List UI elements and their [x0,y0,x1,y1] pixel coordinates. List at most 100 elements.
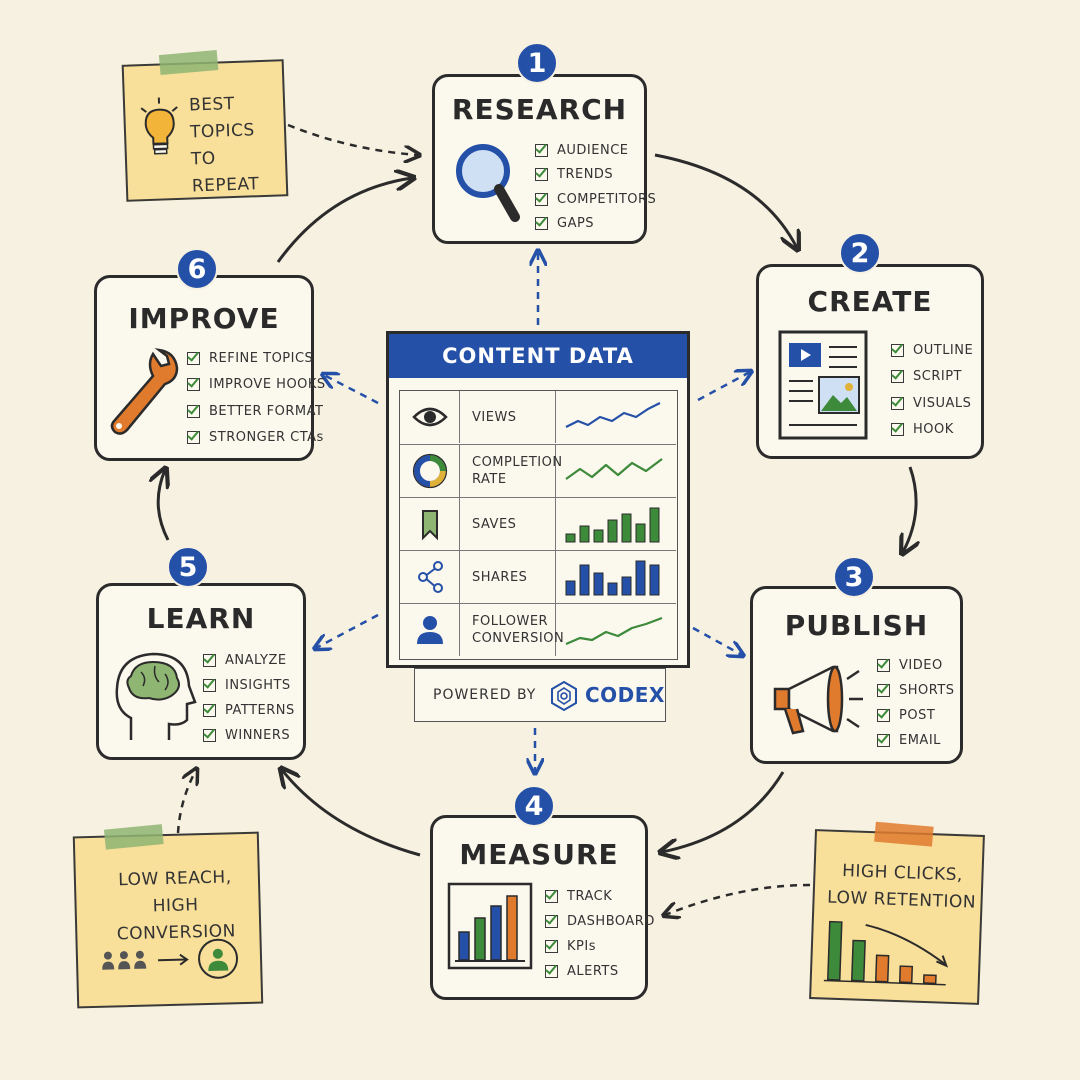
step-checklist: REFINE TOPICS IMPROVE HOOKS BETTER FORMA… [187,345,326,451]
checkbox-checked-icon [187,351,200,365]
checkbox-checked-icon [535,192,548,206]
note-arrow-top-left [287,123,418,155]
checklist-item: SHORTS [877,678,955,703]
step-number-badge: 6 [176,248,218,290]
note-tape [103,824,164,850]
step-title: MEASURE [459,838,619,871]
checkbox-checked-icon [877,659,890,672]
step-title: LEARN [146,602,256,635]
spark-bar [565,580,576,596]
spark-bar [607,519,618,543]
checkbox-checked-icon [203,704,216,717]
step-title: RESEARCH [451,93,628,126]
checklist-item: PATTERNS [203,698,295,723]
step-number-badge: 1 [516,42,558,84]
checkbox-checked-icon [187,404,200,418]
step-card-publish: PUBLISH VIDEO SHORTS POST EMAIL [750,586,963,764]
checklist-item: INSIGHTS [203,673,295,698]
dashed-arrow-to-publish [692,626,742,655]
metric-label: VIEWS [460,391,556,443]
cycle-arrow-4-to-5 [282,770,421,857]
spark-bar [621,513,632,543]
checkbox-checked-icon [545,915,558,928]
step-title: PUBLISH [784,609,929,642]
metric-row: FOLLOWER CONVERSION [400,603,676,656]
sparkline [565,402,661,428]
checklist-item: IMPROVE HOOKS [187,372,326,399]
checkbox-checked-icon [203,679,216,692]
spark-bar [593,529,604,543]
step-title: IMPROVE [128,302,280,335]
cycle-arrow-3-to-4 [662,771,785,852]
checkbox-checked-icon [545,890,558,903]
checkbox-checked-icon [877,684,890,697]
checklist-item: KPIs [545,934,655,959]
spark-bar [607,582,618,596]
checklist-item: OUTLINE [891,337,973,364]
step-checklist: TRACK DASHBOARD KPIs ALERTS [545,884,655,984]
step-card-create: CREATE OUTLINE SCRIPT VISUALS HOOK [756,264,984,459]
sparkline [565,616,663,646]
metrics-table: VIEWS COMPLETION RATE SAV [399,390,678,660]
checklist-item: TRENDS [535,163,656,188]
spark-bar [635,560,646,596]
spark-bar [649,507,660,543]
checkbox-checked-icon [891,343,904,357]
checkbox-checked-icon [187,431,200,445]
note-tape [158,50,219,76]
checklist-item: ALERTS [545,959,655,984]
metric-label: COMPLETION RATE [460,445,562,497]
checklist-item: BETTER FORMAT [187,398,326,425]
checklist-item: COMPETITORS [535,187,656,212]
checklist-item: VISUALS [891,390,973,417]
spark-bar [635,523,646,543]
powered-by-label: POWERED BY [433,687,537,703]
bookmark-icon [422,510,438,541]
megaphone-icon [773,665,863,735]
checklist-item: REFINE TOPICS [187,345,326,372]
note-text: BEST TOPICS TO REPEAT [188,93,260,197]
dashed-arrow-to-improve [324,375,379,405]
checklist-item: DASHBOARD [545,909,655,934]
note-text: HIGH CLICKS, LOW RETENTION [826,861,977,913]
user-icon [417,616,443,644]
metric-label: SHARES [460,551,556,603]
share-icon [418,561,443,593]
spark-bar [649,564,660,596]
metric-row: VIEWS [400,391,676,444]
checkbox-checked-icon [203,654,216,667]
step-card-learn: LEARN ANALYZE INSIGHTS PATTERNS WINNERS [96,583,306,760]
checkbox-checked-icon [545,965,558,978]
step-card-research: RESEARCH AUDIENCE TRENDS COMPETITORS GAP… [432,74,656,244]
brain-head-icon [115,652,197,740]
step-checklist: VIDEO SHORTS POST EMAIL [877,653,955,753]
checkbox-checked-icon [187,378,200,392]
sticky-note-best-topics: BEST TOPICS TO REPEAT [121,50,289,202]
checkbox-checked-icon [877,734,890,747]
checkbox-checked-icon [877,709,890,722]
cycle-arrow-6-to-1 [276,178,412,263]
checklist-item: HOOK [891,417,973,444]
checkbox-checked-icon [545,940,558,953]
checklist-item: WINNERS [203,723,295,748]
audience-to-user-icon [102,938,239,979]
checklist-item: POST [877,703,955,728]
wrench-icon [110,348,179,435]
spark-bar [593,572,604,596]
metric-row: SAVES [400,497,676,550]
sparkline-trend [565,616,663,646]
checklist-item: ANALYZE [203,648,295,673]
checklist-item: VIDEO [877,653,955,678]
spark-bar [579,564,590,596]
powered-by-footer: POWERED BY CODEX [414,668,666,722]
panel-title: CONTENT DATA [389,334,687,378]
note-tape [874,821,934,847]
step-card-improve: IMPROVE REFINE TOPICS IMPROVE HOOKS BETT… [94,275,325,461]
step-checklist: AUDIENCE TRENDS COMPETITORS GAPS [535,138,656,236]
sparkline-trend [565,458,663,480]
document-media-icon [778,330,868,440]
step-number-badge: 3 [833,556,875,598]
checkbox-checked-icon [891,423,904,437]
step-number-badge: 2 [839,232,881,274]
